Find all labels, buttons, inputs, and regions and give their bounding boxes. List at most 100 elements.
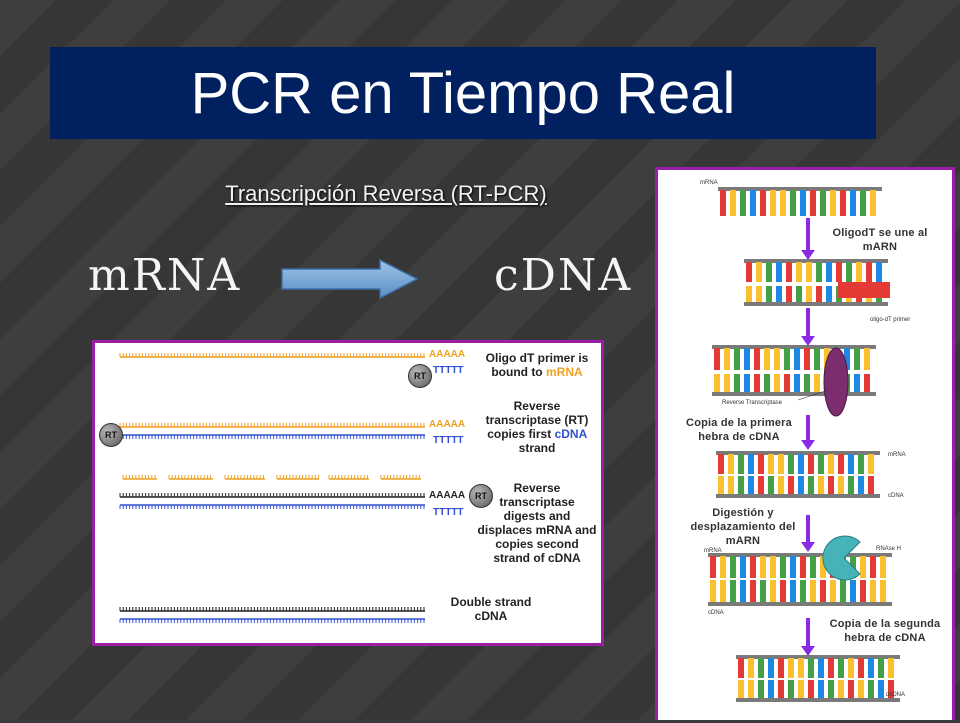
ladder-dsdna-base	[768, 658, 774, 678]
reverse-transcriptase-icon	[823, 347, 849, 417]
ladder-rt-base	[754, 374, 760, 392]
ladder-cdna-base	[838, 454, 844, 474]
ladder-rt-base	[864, 374, 870, 392]
right-arrow-icon	[281, 259, 419, 299]
ladder-mrna-base	[820, 190, 826, 216]
ladder-rt-base	[804, 348, 810, 370]
oligo-dt-primer-block	[838, 282, 890, 298]
poly-a-label: AAAAA	[429, 349, 466, 360]
cdna-label: cDNA	[888, 493, 904, 499]
ladder-mrna-base	[730, 190, 736, 216]
ladder-dsdna-base	[778, 658, 784, 678]
ladder-rnase-base	[820, 580, 826, 602]
ladder-rnase-base	[740, 580, 746, 602]
ladder-rnase-base	[860, 556, 866, 578]
ladder-rt-base	[714, 348, 720, 370]
ladder-rt-base	[764, 374, 770, 392]
ladder-primer-base	[856, 262, 862, 282]
ladder-dsdna-base	[878, 680, 884, 698]
ladder-rt-base	[864, 348, 870, 370]
ladder-primer-base	[816, 286, 822, 302]
ladder-rnase-base	[740, 556, 746, 578]
ladder-mrna-base	[750, 190, 756, 216]
ladder-cdna-base	[808, 476, 814, 494]
ladder-cdna-base	[768, 454, 774, 474]
ladder-cdna-base	[818, 454, 824, 474]
ladder-rt-base	[744, 348, 750, 370]
ladder-cdna-base	[778, 454, 784, 474]
ladder-rt-base	[844, 348, 850, 370]
ladder-rt-base	[774, 374, 780, 392]
step-double-strand: Double strand cDNA	[450, 595, 532, 623]
ladder-dsdna-base	[798, 658, 804, 678]
ladder-dsdna-base	[758, 680, 764, 698]
ladder-rnase-base	[870, 556, 876, 578]
mrna-fragment-teeth	[224, 475, 264, 479]
mrna-strand-teeth	[119, 423, 425, 427]
ladder-rnase-backbone	[708, 553, 892, 557]
poly-a-label: AAAAA	[429, 419, 466, 430]
ladder-cdna-base	[778, 476, 784, 494]
poly-a-label: AAAAA	[429, 490, 466, 501]
ladder-dsdna-base	[808, 658, 814, 678]
cdna-strand-teeth	[119, 505, 425, 509]
reverse-transcriptase-label: Reverse Transcriptase	[722, 400, 783, 406]
ladder-primer-base	[766, 286, 772, 302]
ladder-cdna-base	[838, 476, 844, 494]
ladder-rt-base	[854, 348, 860, 370]
rt-pointer	[797, 389, 829, 401]
ladder-rnase-base	[770, 556, 776, 578]
ladder-primer-base	[756, 262, 762, 282]
ladder-dsdna-base	[828, 680, 834, 698]
ladder-cdna-base	[758, 476, 764, 494]
mrna-label: mRNA	[700, 180, 718, 186]
ladder-dsdna-base	[798, 680, 804, 698]
ladder-rt-base	[784, 348, 790, 370]
ladder-primer-base	[796, 286, 802, 302]
ladder-rnase-base	[870, 580, 876, 602]
ladder-rt-base	[754, 348, 760, 370]
ladder-primer-base	[836, 262, 842, 282]
ladder-primer-base	[796, 262, 802, 282]
ladder-primer-base	[786, 262, 792, 282]
ladder-primer-base	[876, 262, 882, 282]
cdna-word: cDNA	[494, 250, 633, 301]
ladder-rt-base	[814, 374, 820, 392]
ladder-mrna-base	[860, 190, 866, 216]
ladder-rt-backbone	[712, 392, 876, 396]
ladder-cdna-base	[858, 476, 864, 494]
rt-enzyme-icon: RT	[99, 423, 123, 447]
mrna-fragment-teeth	[168, 475, 212, 479]
ladder-dsdna-base	[848, 658, 854, 678]
ladder-rnase-base	[760, 580, 766, 602]
ladder-dsdna-base	[848, 680, 854, 698]
ladder-dsdna-base	[788, 658, 794, 678]
mrna-word: mRNA	[88, 250, 242, 301]
ladder-rnase-base	[820, 556, 826, 578]
ladder-rnase-base	[750, 556, 756, 578]
ladder-dsdna-backbone	[736, 655, 900, 659]
down-arrow-icon	[801, 440, 815, 450]
ladder-primer-base	[756, 286, 762, 302]
ladder-cdna-base	[738, 454, 744, 474]
ladder-primer-base	[746, 262, 752, 282]
ladder-dsdna-base	[858, 658, 864, 678]
ladder-primer-base	[826, 286, 832, 302]
ladder-rt-base	[794, 348, 800, 370]
ladder-primer-base	[846, 262, 852, 282]
ladder-rnase-base	[880, 580, 886, 602]
ladder-mrna-base	[840, 190, 846, 216]
ladder-cdna-base	[728, 476, 734, 494]
ladder-rnase-base	[720, 580, 726, 602]
ladder-dsdna-base	[758, 658, 764, 678]
ladder-dsdna-base	[888, 658, 894, 678]
ladder-rt-base	[714, 374, 720, 392]
ladder-rnase-base	[790, 580, 796, 602]
ladder-primer-base	[776, 262, 782, 282]
ladder-rnase-base	[720, 556, 726, 578]
ladder-rnase-base	[710, 580, 716, 602]
ladder-dsdna-base	[748, 680, 754, 698]
ladder-cdna-base	[828, 476, 834, 494]
ladder-rnase-base	[810, 556, 816, 578]
ladder-mrna-base	[720, 190, 726, 216]
